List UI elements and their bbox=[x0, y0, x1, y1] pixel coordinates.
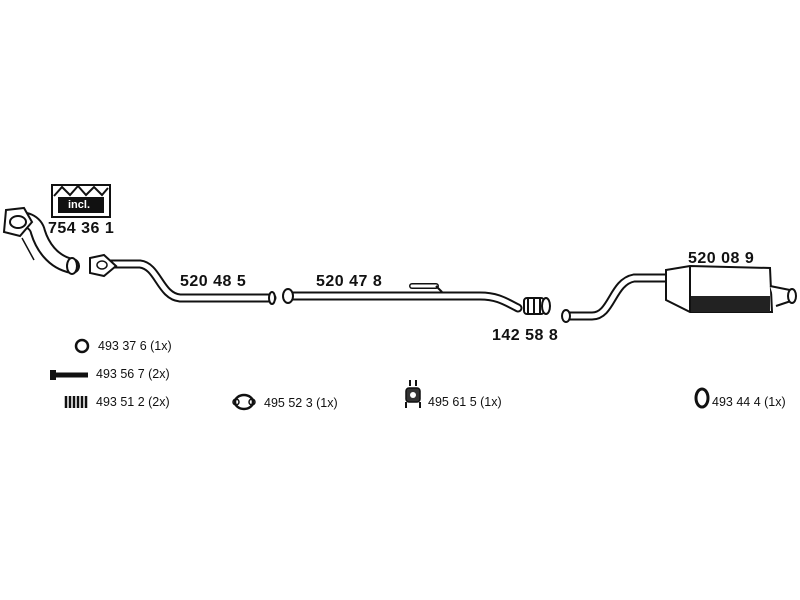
part-number-middle-pipe: 520 47 8 bbox=[316, 273, 383, 290]
rear-silencer bbox=[561, 264, 797, 323]
spring-icon bbox=[64, 396, 88, 408]
accessory-label-spring: 493 51 2 (2x) bbox=[96, 395, 170, 409]
front-downpipe bbox=[2, 206, 80, 275]
middle-pipe bbox=[282, 283, 523, 313]
gasket-kit-box-icon bbox=[51, 184, 111, 218]
part-number-clamp: 142 58 8 bbox=[492, 327, 559, 344]
incl-label: incl. bbox=[68, 199, 91, 211]
accessory-label-ring-gasket: 493 37 6 (1x) bbox=[98, 339, 172, 353]
front-pipe bbox=[89, 253, 277, 305]
accessory-label-rubber-hanger: 495 61 5 (1x) bbox=[428, 395, 502, 409]
part-number-manifold-kit: 754 36 1 bbox=[48, 220, 115, 237]
rubber-hanger-icon bbox=[405, 380, 421, 408]
bolt-icon bbox=[50, 370, 88, 380]
part-number-front-pipe: 520 48 5 bbox=[180, 273, 247, 290]
rubber-ring-icon bbox=[694, 387, 710, 409]
accessory-label-bolt: 493 56 7 (2x) bbox=[96, 367, 170, 381]
accessory-label-rubber-ring: 493 44 4 (1x) bbox=[712, 395, 786, 409]
accessory-label-flange-gasket: 495 52 3 (1x) bbox=[264, 396, 338, 410]
part-number-rear-silencer: 520 08 9 bbox=[688, 250, 755, 267]
flange-gasket-icon bbox=[232, 393, 256, 411]
pipe-clamp bbox=[523, 297, 551, 315]
ring-gasket-icon bbox=[74, 338, 90, 354]
